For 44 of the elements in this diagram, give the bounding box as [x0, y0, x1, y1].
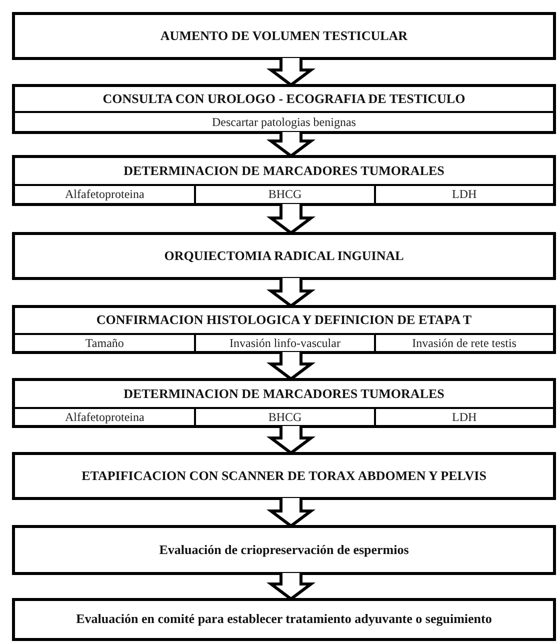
- marker-cell: [374, 407, 553, 425]
- marker-cell: [194, 333, 374, 351]
- step-title: Evaluación de criopreservación de espermios: [159, 542, 409, 558]
- block-arrow: [266, 572, 316, 601]
- marker-cell: [15, 184, 194, 203]
- process-box: [12, 452, 556, 500]
- marker-cell: [15, 407, 194, 425]
- cell-text: LDH: [452, 410, 477, 424]
- block-arrow: [266, 56, 316, 87]
- block-arrow: [266, 130, 316, 158]
- step-title: ORQUIECTOMIA RADICAL INGUINAL: [164, 248, 404, 264]
- step-title: CONSULTA CON UROLOGO - ECOGRAFIA DE TESTICULO: [102, 92, 466, 106]
- block-arrow: [266, 276, 316, 308]
- cell-text: LDH: [452, 187, 477, 202]
- step-title: DETERMINACION DE MARCADORES TUMORALES: [124, 164, 444, 178]
- process-box: [12, 525, 556, 575]
- cell-text: Invasión de rete testis: [412, 336, 516, 350]
- step-title: Evaluación en comité para establecer tratamiento adyuvante o seguimiento: [76, 612, 492, 627]
- step-title: DETERMINACION DE MARCADORES TUMORALES: [124, 386, 444, 402]
- step-title: AUMENTO DE VOLUMEN TESTICULAR: [160, 28, 408, 44]
- process-box: [12, 12, 556, 60]
- process-box: [12, 378, 556, 428]
- process-box: [12, 155, 556, 206]
- marker-cell: [194, 184, 374, 203]
- cell-text: BHCG: [268, 410, 302, 424]
- step-title: ETAPIFICACION CON SCANNER DE TORAX ABDOMEN Y PELVIS: [82, 468, 486, 484]
- step-title: CONFIRMACION HISTOLOGICA Y DEFINICION DE ETAPA T: [96, 313, 472, 328]
- marker-cell: [194, 407, 374, 425]
- marker-cell: [374, 184, 553, 203]
- cell-text: BHCG: [268, 187, 302, 202]
- block-arrow: [266, 424, 316, 455]
- process-box: [12, 84, 556, 134]
- step-note: Descartar patologias benignas: [212, 114, 356, 130]
- cell-text: Tamaño: [85, 336, 124, 350]
- marker-cell: [374, 333, 553, 351]
- block-arrow: [266, 350, 316, 381]
- process-box: [12, 232, 556, 280]
- process-box: [12, 305, 556, 354]
- block-arrow: [266, 496, 316, 528]
- block-arrow: [266, 202, 316, 235]
- cell-text: Alfafetoproteina: [65, 410, 144, 424]
- cell-text: Alfafetoproteina: [65, 187, 144, 202]
- process-box: [12, 598, 556, 641]
- cell-text: Invasión linfo-vascular: [230, 336, 340, 350]
